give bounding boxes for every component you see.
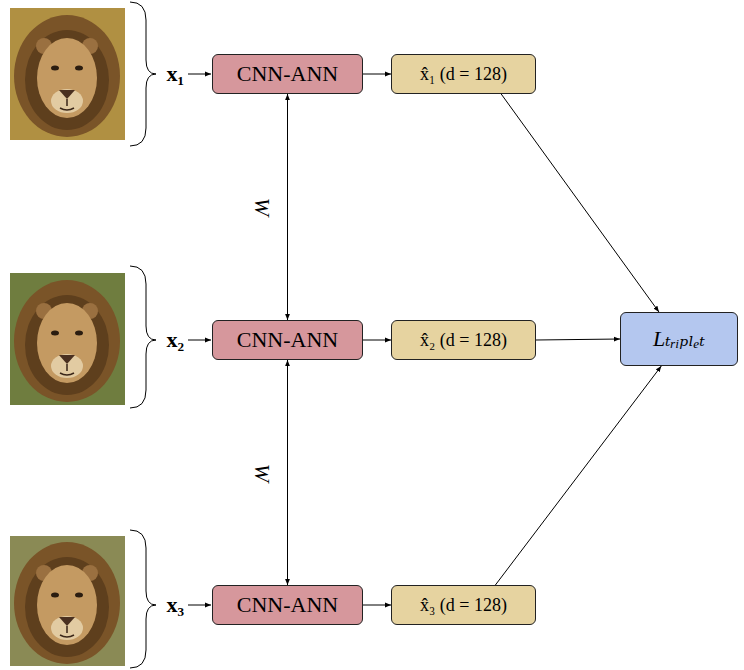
photo-background: [10, 8, 125, 140]
embedding-box: x̂₃ (d = 128): [391, 585, 536, 625]
node-text: CNN-ANN: [237, 592, 338, 618]
network-box: CNN-ANN: [212, 585, 363, 625]
network-box: CNN-ANN: [212, 320, 363, 360]
weight-label: W: [249, 196, 275, 218]
photo-background: [10, 536, 125, 666]
input-label: x₂: [166, 327, 184, 353]
node-text: x̂₁ (d = 128): [420, 64, 507, 85]
curly-brace: [130, 2, 156, 146]
node-text: CNN-ANN: [237, 61, 338, 87]
embedding-box: x̂₁ (d = 128): [391, 54, 536, 94]
flow-arrow: [363, 605, 391, 606]
flow-arrow: [501, 94, 659, 312]
input-label: x₃: [166, 592, 184, 618]
network-box: CNN-ANN: [212, 54, 363, 94]
node-text: CNN-ANN: [237, 327, 338, 353]
node-text: Lₜᵣᵢₚₗₑₜ: [653, 326, 705, 352]
loss-box: Lₜᵣᵢₚₗₑₜ: [620, 312, 738, 366]
input-arrow: [188, 340, 211, 341]
input-arrow: [188, 74, 211, 75]
lion-photo: [14, 15, 120, 137]
node-text: x̂₂ (d = 128): [420, 330, 507, 351]
lion-photo: [14, 280, 120, 402]
input-label: x₁: [166, 61, 184, 87]
input-arrow: [188, 605, 211, 606]
curly-brace: [130, 530, 156, 668]
node-text: x̂₃ (d = 128): [420, 595, 507, 616]
flow-arrow: [363, 340, 391, 341]
flow-arrow: [536, 339, 620, 340]
embedding-box: x̂₂ (d = 128): [391, 320, 536, 360]
curly-brace: [130, 266, 156, 408]
shared-weights-arrow: [287, 94, 288, 320]
weight-label: W: [249, 461, 275, 483]
flow-arrow: [495, 366, 661, 585]
lion-photo: [14, 542, 120, 664]
photo-background: [10, 273, 125, 405]
flow-arrow: [363, 74, 391, 75]
shared-weights-arrow: [287, 360, 288, 585]
